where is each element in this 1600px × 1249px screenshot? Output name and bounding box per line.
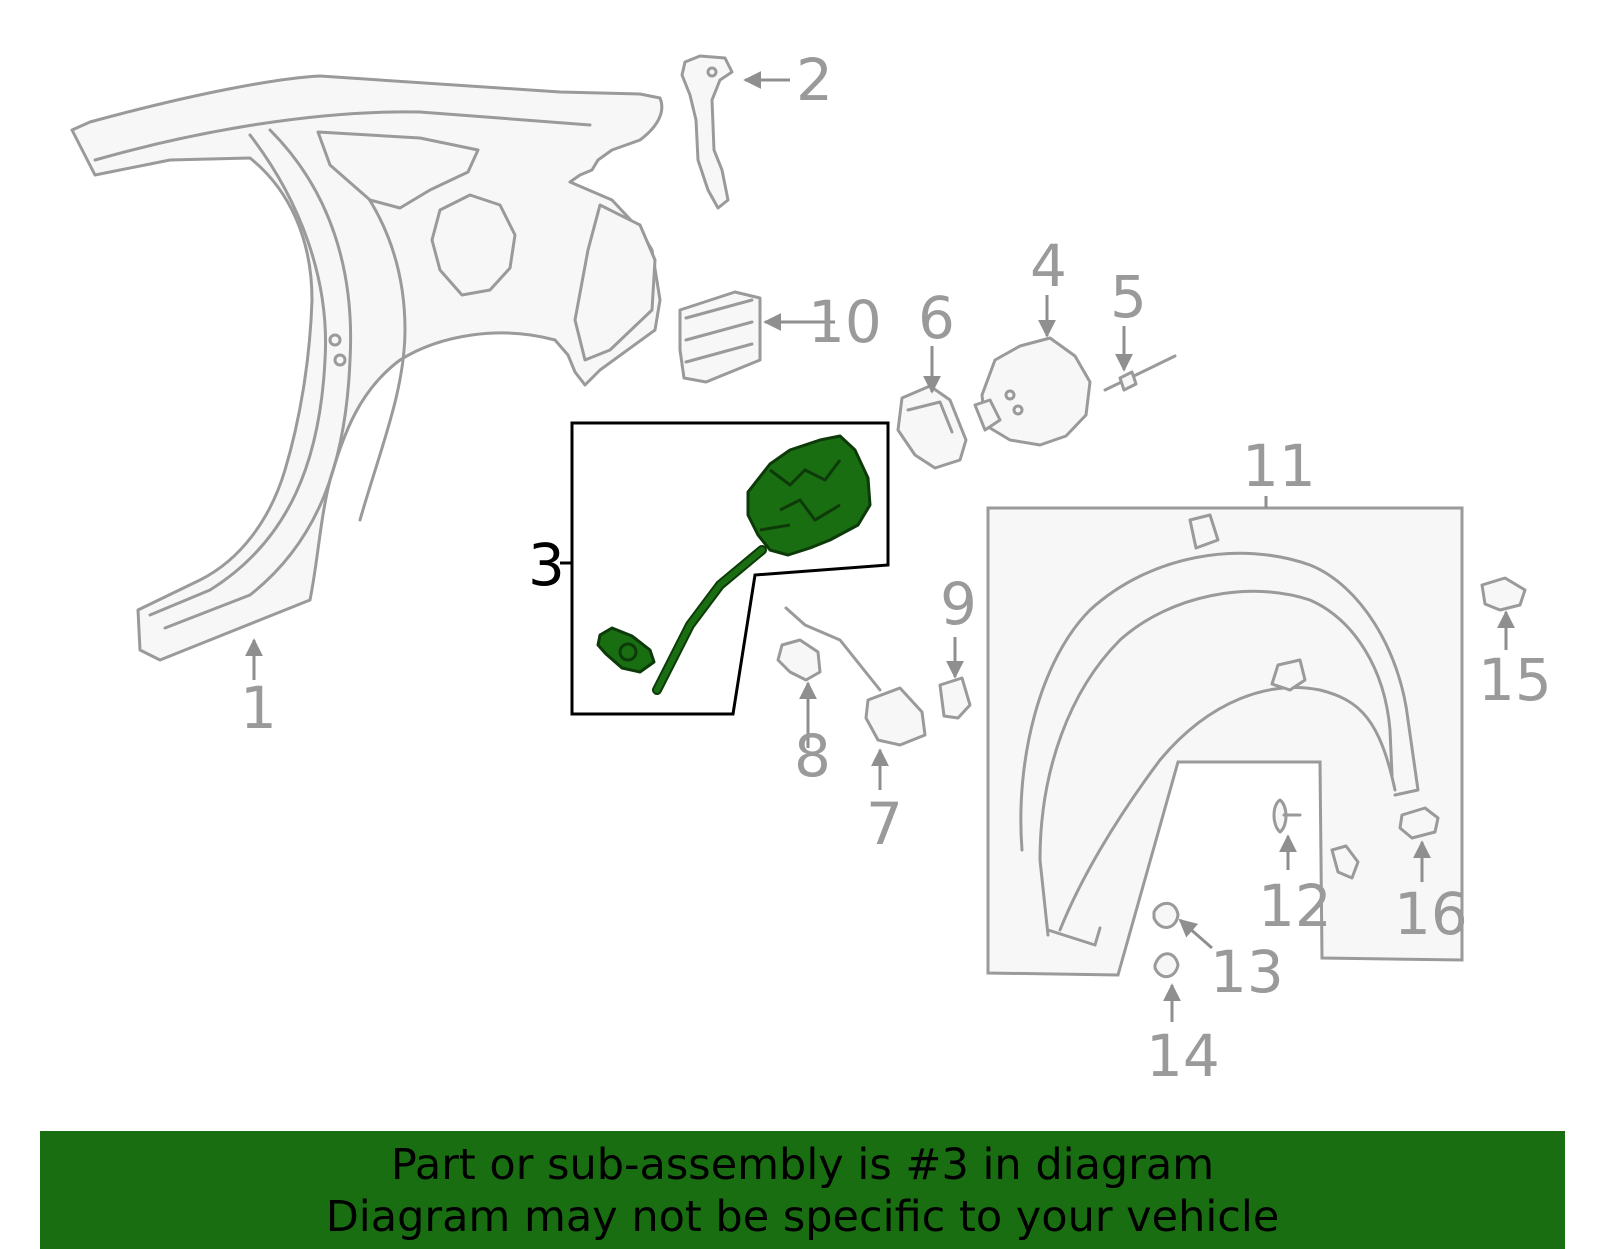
wheel-liner-part-11	[986, 506, 1464, 977]
callout-14: 14	[1146, 1022, 1220, 1090]
callout-15: 15	[1478, 646, 1552, 714]
banner-line-2: Diagram may not be specific to your vehi…	[325, 1192, 1280, 1242]
callout-5: 5	[1110, 263, 1147, 331]
pin-part-5	[1103, 354, 1177, 392]
callout-6: 6	[918, 284, 955, 352]
housing-part-6	[896, 384, 968, 470]
callout-10: 10	[808, 288, 882, 356]
callout-9: 9	[940, 570, 977, 638]
banner-line-1: Part or sub-assembly is #3 in diagram	[390, 1140, 1215, 1190]
leader-arrows	[245, 71, 1515, 1022]
info-banner: Part or sub-assembly is #3 in diagram Di…	[40, 1131, 1565, 1249]
cap-part-9	[938, 676, 972, 720]
callout-16: 16	[1394, 880, 1468, 948]
quarter-panel-part	[70, 74, 664, 662]
fuel-door-housing-highlight	[746, 434, 872, 557]
small-bracket	[1330, 844, 1360, 880]
actuator-part-7	[784, 606, 927, 747]
callout-1: 1	[240, 674, 277, 742]
part-3-box	[570, 421, 890, 716]
callout-7: 7	[866, 790, 903, 858]
callout-3: 3	[528, 531, 565, 599]
fuel-door-part-4	[973, 336, 1092, 447]
callout-2: 2	[796, 46, 833, 114]
callout-12: 12	[1258, 872, 1332, 940]
clip-part-8	[776, 638, 822, 682]
clip-part-12	[1272, 798, 1302, 834]
clip-part-14	[1153, 952, 1180, 979]
box-part-10	[678, 290, 762, 384]
clip-part-15	[1480, 576, 1527, 612]
lock-actuator-highlight	[596, 626, 656, 674]
callout-13: 13	[1210, 938, 1284, 1006]
bracket-part-2	[680, 54, 734, 210]
callout-4: 4	[1030, 232, 1067, 300]
callout-11: 11	[1242, 432, 1316, 500]
clip-part-13	[1152, 901, 1180, 929]
nut-part-16	[1398, 806, 1440, 840]
callout-8: 8	[794, 722, 831, 790]
